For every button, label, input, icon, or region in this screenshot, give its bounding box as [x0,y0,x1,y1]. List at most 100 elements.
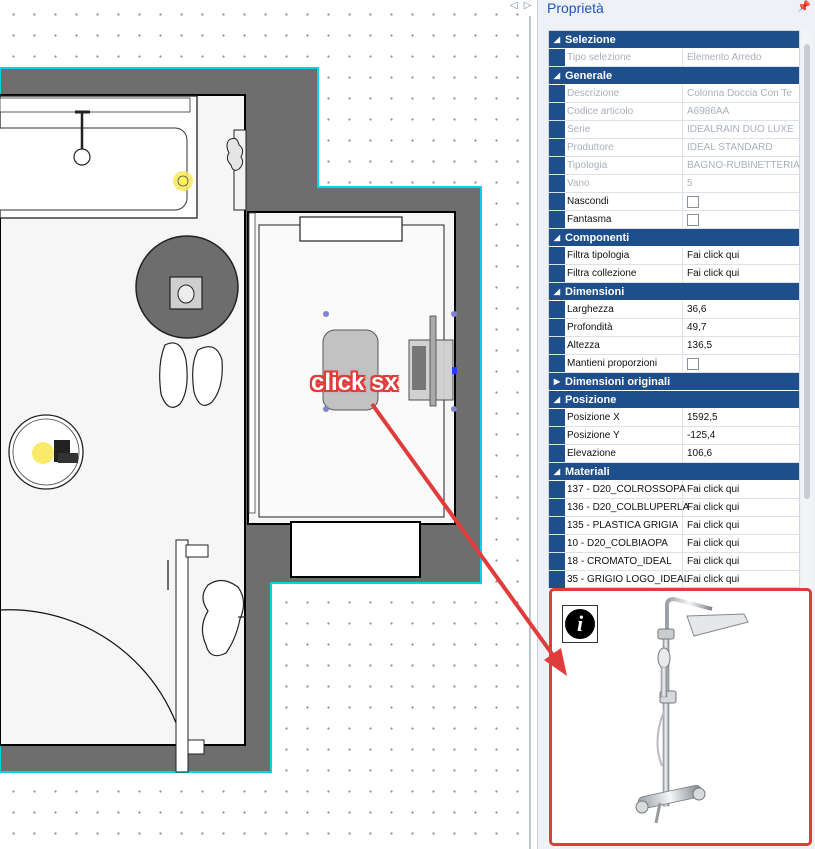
property-value[interactable]: Fai click qui [687,484,740,495]
checkbox[interactable] [687,214,699,226]
row-gutter [549,409,565,426]
property-grid-scrollbar[interactable] [802,30,812,588]
property-key: Codice articolo [565,103,683,120]
slippers-right [192,346,223,406]
floor-plan-canvas[interactable]: ◁▷ [0,0,537,849]
property-checkbox-cell[interactable] [683,355,799,372]
property-row[interactable]: Altezza 136,5 [549,337,799,355]
property-value[interactable]: Fai click qui [687,520,740,531]
property-value[interactable]: 136,5 [687,340,713,351]
shower-column-image [635,596,749,824]
property-value[interactable]: Fai click qui [687,250,740,261]
collapse-triangle-icon[interactable]: ◢ [553,467,561,476]
property-key: Altezza [565,337,683,354]
collapse-triangle-icon[interactable]: ◢ [553,287,561,296]
pin-icon[interactable]: 📌 [797,1,811,13]
row-gutter [549,301,565,318]
category-dimensioni-originali[interactable]: ▶ Dimensioni originali [549,373,799,391]
category-posizione[interactable]: ◢Posizione [549,391,799,409]
property-key: Serie [565,121,683,138]
property-row[interactable]: Posizione Y-125,4 [549,427,799,445]
property-value[interactable]: Fai click qui [687,556,740,567]
property-value[interactable]: 1592,5 [687,412,718,423]
row-gutter [549,49,565,66]
checkbox[interactable] [687,196,699,208]
property-checkbox-cell[interactable] [683,211,799,228]
property-value: A6986AA [687,106,730,117]
category-label: Dimensioni originali [565,375,671,388]
property-value[interactable]: 36,6 [687,304,707,315]
collapse-triangle-icon[interactable]: ◢ [553,395,561,404]
property-row[interactable]: Mantieni proporzioni [549,355,799,373]
row-gutter [549,175,565,192]
bathrobe [201,579,245,657]
category-label: Materiali [565,465,610,478]
checkbox[interactable] [687,358,699,370]
property-row[interactable]: Filtra collezione Fai click qui [549,265,799,283]
panel-title: Proprietà [547,0,604,16]
shower-shelf [299,216,403,242]
row-gutter [549,445,565,462]
expand-triangle-icon[interactable]: ▶ [553,377,561,386]
chevron-right-icon[interactable]: ▷ [523,0,532,11]
scrollbar-thumb[interactable] [804,44,810,499]
category-selezione[interactable]: ◢Selezione [549,31,799,49]
category-dimensioni[interactable]: ◢Dimensioni [549,283,799,301]
property-key: Vano [565,175,683,192]
property-value[interactable]: -125,4 [687,430,716,441]
property-key: 35 - GRIGIO LOGO_IDEAL [565,571,689,588]
row-gutter [549,355,565,372]
floor-plan-drawing[interactable] [0,0,537,849]
row-gutter [549,499,565,516]
category-label: Generale [565,69,613,82]
row-gutter [549,157,565,174]
property-key: Produttore [565,139,683,156]
property-value[interactable]: Fai click qui [687,502,740,513]
property-value[interactable]: Fai click qui [687,268,740,279]
property-key: 137 - D20_COLROSSOPA [565,481,686,498]
property-value[interactable]: 49,7 [687,322,707,333]
property-checkbox-cell[interactable] [683,193,799,210]
collapse-triangle-icon[interactable]: ◢ [553,71,561,80]
category-materiali[interactable]: ◢ Materiali [549,463,799,481]
category-componenti[interactable]: ◢Componenti [549,229,799,247]
property-value[interactable]: Fai click qui [687,538,740,549]
info-button[interactable]: i [562,605,598,643]
row-gutter [549,139,565,156]
property-value: Colonna Doccia Con Te [687,88,792,99]
chevron-left-icon[interactable]: ◁ [510,0,518,11]
category-generale[interactable]: ◢ Generale [549,67,799,85]
property-row[interactable]: Fantasma [549,211,799,229]
property-value[interactable]: Fai click qui [687,574,740,585]
property-row[interactable]: Nascondi [549,193,799,211]
collapse-triangle-icon[interactable]: ◢ [553,233,561,242]
bathtub-basin [0,127,188,211]
property-key: Tipo selezione [565,49,683,66]
property-key: Filtra collezione [565,265,683,282]
property-row[interactable]: Codice articolo A6986AA [549,103,799,121]
collapse-triangle-icon[interactable]: ◢ [553,35,561,44]
row-gutter [549,571,565,588]
property-key: Mantieni proporzioni [565,355,683,372]
row-gutter [549,211,565,228]
property-value[interactable]: 106,6 [687,448,713,459]
